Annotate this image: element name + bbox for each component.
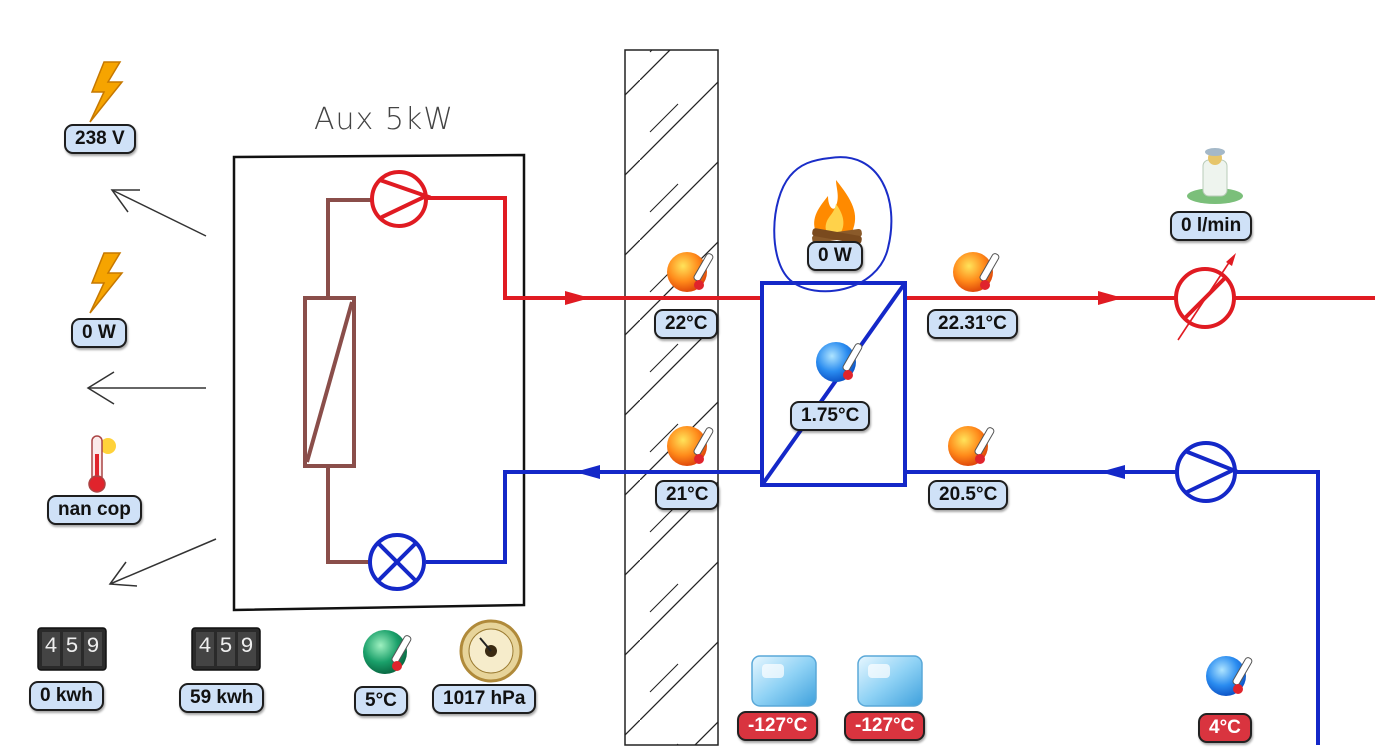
- counter-digits: 4 5 9: [42, 634, 102, 659]
- heater-frame: [232, 153, 526, 612]
- thermometer-hot-icon: [948, 426, 995, 466]
- fire-icon: [812, 180, 862, 244]
- counter-icon: [37, 627, 107, 671]
- counter-digit: 9: [240, 634, 254, 659]
- heat-exchanger: [760, 281, 907, 487]
- counter-digit: 5: [65, 634, 79, 659]
- pressure-badge[interactable]: 1017 hPa: [432, 684, 537, 714]
- thermometer-cold-icon: [816, 342, 863, 382]
- counter-digit: 4: [44, 634, 58, 659]
- return-out-temp-badge[interactable]: 21°C: [655, 480, 720, 510]
- heater-circuit: [303, 198, 374, 564]
- thermometer-hot-icon: [667, 252, 714, 292]
- energy-badge[interactable]: 59 kwh: [179, 683, 265, 713]
- return-flow-arrows: [575, 465, 1125, 479]
- flow-meter: [1174, 253, 1236, 341]
- counter-digit: 4: [198, 634, 212, 659]
- flow-badge[interactable]: 0 l/min: [1170, 211, 1253, 241]
- return-in-temp-badge[interactable]: 20.5°C: [928, 480, 1009, 510]
- barometer-icon: [459, 619, 523, 683]
- heater-pump: [370, 170, 432, 228]
- counter-icon: [191, 627, 261, 671]
- lightning-icon: [89, 61, 124, 123]
- heater-title: Aux 5kW: [314, 102, 454, 137]
- cop-badge[interactable]: nan cop: [47, 495, 142, 525]
- circulation-pump: [1175, 441, 1238, 503]
- frost-temp-badge[interactable]: -127°C: [737, 711, 819, 741]
- energy-arrows: [86, 189, 217, 587]
- counter-digit: 9: [86, 634, 100, 659]
- frost-temp-badge[interactable]: -127°C: [844, 711, 926, 741]
- thermometer-hot-icon: [667, 426, 714, 466]
- wall: [624, 49, 719, 746]
- thermometer-sun-icon: [88, 435, 116, 493]
- power-badge[interactable]: 0 W: [71, 318, 127, 348]
- supply-flow-arrows: [565, 291, 1123, 305]
- ice-cube-icon: [857, 655, 923, 707]
- voltage-badge[interactable]: 238 V: [64, 124, 136, 154]
- ice-cube-icon: [751, 655, 817, 707]
- energy-badge[interactable]: 0 kwh: [29, 681, 104, 711]
- thermometer-green-icon: [363, 630, 412, 674]
- return-pipe: [426, 470, 1320, 745]
- fountain-icon: [1187, 148, 1243, 204]
- thermometer-hot-icon: [953, 252, 1000, 292]
- supply-in-temp-badge[interactable]: 22°C: [654, 309, 719, 339]
- counter-digit: 5: [219, 634, 233, 659]
- outdoor-temp-badge[interactable]: 5°C: [354, 686, 408, 716]
- lightning-icon: [89, 252, 124, 314]
- cold-temp-badge[interactable]: 4°C: [1198, 713, 1252, 743]
- supply-pipe: [426, 196, 1375, 300]
- burner-power-badge[interactable]: 0 W: [807, 241, 863, 271]
- mixing-valve: [368, 533, 426, 591]
- counter-digits: 4 5 9: [196, 634, 256, 659]
- thermometer-cold-icon: [1206, 656, 1253, 696]
- supply-out-temp-badge[interactable]: 22.31°C: [927, 309, 1018, 339]
- exchanger-temp-badge[interactable]: 1.75°C: [790, 401, 871, 431]
- highlight-circle: [773, 156, 893, 293]
